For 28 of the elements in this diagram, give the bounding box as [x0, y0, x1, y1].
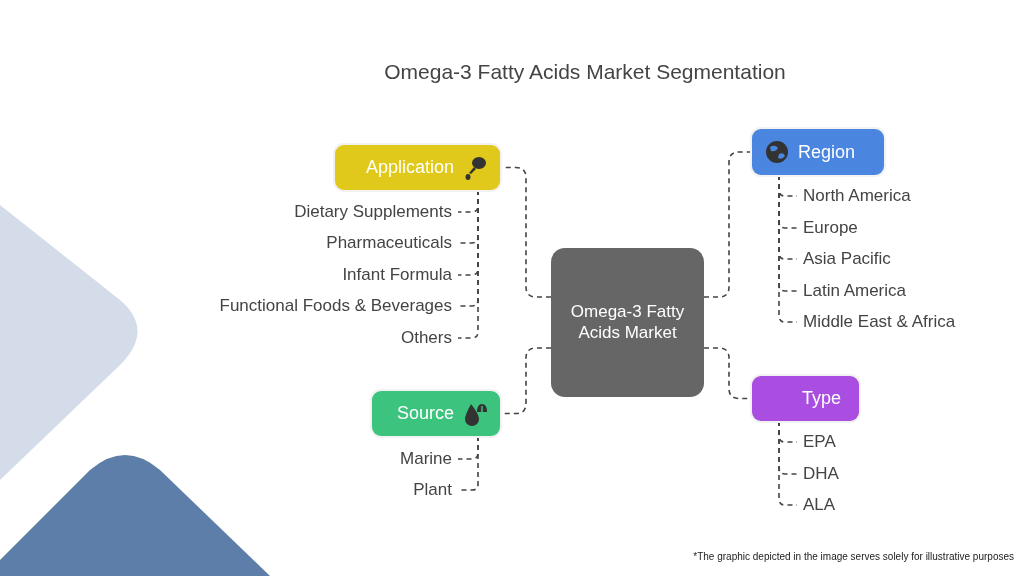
connector — [703, 151, 753, 298]
item-label: EPA — [797, 432, 836, 452]
category-label: Source — [396, 403, 454, 424]
item-label: Dietary Supplements — [294, 202, 458, 222]
category-label: Region — [798, 141, 856, 163]
category-box — [372, 391, 500, 436]
item-label: Marine — [400, 449, 458, 469]
item-label: Functional Foods & Beverages — [219, 296, 458, 316]
category-label: Type — [802, 388, 842, 409]
category-box — [752, 376, 859, 421]
item-label: Europe — [797, 218, 858, 238]
item-label: Plant — [413, 480, 458, 500]
category-box — [752, 129, 884, 175]
category-box — [335, 145, 500, 190]
item-label: North America — [797, 186, 911, 206]
item-label: Asia Pacific — [797, 249, 891, 269]
footnote: *The graphic depicted in the image serves solely for illustrative purposes — [693, 551, 1014, 562]
diagram-title: Omega-3 Fatty Acids Market Segmentation — [383, 60, 787, 84]
item-label: Others — [400, 328, 458, 348]
item-label: Infant Formula — [342, 265, 458, 285]
connector — [457, 189, 479, 339]
item-label: Latin America — [797, 281, 906, 301]
center-box: Omega-3 Fatty Acids Market — [551, 248, 704, 397]
item-label: Pharmaceuticals — [326, 233, 458, 253]
item-label: Middle East & Africa — [797, 312, 956, 332]
item-label: ALA — [797, 495, 836, 515]
category-label: Application — [365, 157, 454, 178]
item-label: DHA — [797, 464, 839, 484]
